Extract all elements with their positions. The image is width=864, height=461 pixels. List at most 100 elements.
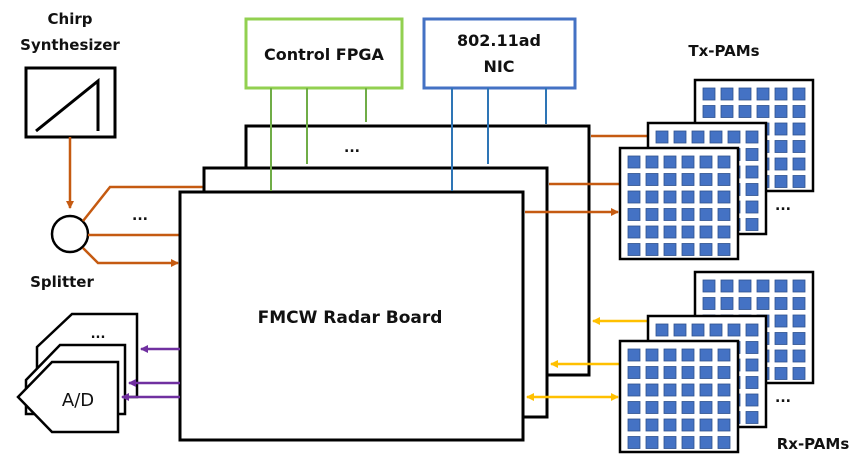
antenna-element [655,323,669,337]
antenna-element [699,173,713,186]
antenna-element [717,401,731,414]
antenna-element [663,225,677,239]
antenna-element [774,175,788,188]
antenna-element [663,383,677,397]
antenna-element [655,130,669,144]
antenna-element [774,279,788,293]
antenna-element [727,323,741,337]
antenna-element [645,190,659,204]
antenna-element [645,418,659,432]
antenna-element [699,190,713,204]
antenna-element [699,418,713,432]
nic-label-line2: NIC [483,57,514,76]
antenna-element [699,225,713,239]
antenna-element [792,332,806,345]
antenna-element [627,225,641,239]
antenna-element [774,332,788,345]
antenna-element [681,225,695,239]
control-fpga-label: Control FPGA [264,45,385,64]
antenna-element [717,383,731,397]
antenna-element [774,314,788,328]
fpga-control-lines [270,88,367,191]
antenna-element [645,383,659,397]
antenna-element [745,393,759,407]
antenna-element [691,323,705,337]
antenna-element [681,383,695,397]
antenna-element [645,366,659,379]
antenna-element [627,418,641,432]
splitter-icon [50,214,90,254]
antenna-element [709,323,723,337]
antenna-element [738,297,752,310]
antenna-element [681,243,695,256]
antenna-element [774,297,788,310]
antenna-element [663,401,677,414]
antenna-element [774,367,788,380]
antenna-element [681,155,695,169]
radar-board-1 [178,190,525,442]
antenna-element [717,155,731,169]
antenna-element [645,208,659,221]
antenna-element [774,157,788,171]
antenna-element [745,148,759,161]
antenna-element [745,200,759,214]
antenna-element [717,366,731,379]
antenna-element [681,436,695,449]
antenna-element [745,183,759,196]
splitter-output-3 [82,185,204,222]
antenna-element [792,175,806,188]
antenna-element [709,130,723,144]
antenna-element [774,349,788,363]
antenna-element [745,411,759,424]
adc-signal-lines [121,345,180,401]
antenna-element [792,279,806,293]
antenna-element [774,140,788,153]
antenna-element [756,297,770,310]
antenna-element [745,218,759,231]
antenna-element [627,348,641,362]
antenna-element [663,208,677,221]
antenna-element [792,157,806,171]
antenna-element [717,173,731,186]
antenna-element [681,208,695,221]
antenna-element [627,243,641,256]
antenna-element [699,366,713,379]
antenna-element [645,173,659,186]
antenna-element [717,243,731,256]
antenna-element [792,367,806,380]
chirp-ramp-icon [35,77,100,133]
antenna-element [681,401,695,414]
antenna-element [702,105,716,118]
antenna-element [702,297,716,310]
antenna-element [745,341,759,354]
antenna-element [745,323,759,337]
antenna-element [745,376,759,389]
antenna-element [645,243,659,256]
board-ellipsis: ... [344,140,360,156]
splitter-ellipsis: ... [132,208,148,224]
antenna-element [681,366,695,379]
antenna-element [673,323,687,337]
antenna-element [702,87,716,101]
antenna-element [627,173,641,186]
antenna-element [727,130,741,144]
rx-pams-ellipsis: ... [775,390,791,406]
tx-pam-1 [618,146,740,261]
nic-data-lines [451,88,547,191]
antenna-element [645,348,659,362]
antenna-element [717,418,731,432]
antenna-element [681,348,695,362]
antenna-element [792,349,806,363]
antenna-element [681,418,695,432]
antenna-element [663,155,677,169]
antenna-element [699,383,713,397]
antenna-element [691,130,705,144]
antenna-element [663,418,677,432]
splitter-label: Splitter [30,273,94,291]
antenna-element [627,401,641,414]
antenna-element [681,173,695,186]
tx-pams-label: Tx-PAMs [688,42,759,60]
antenna-element [792,297,806,310]
antenna-element [673,130,687,144]
